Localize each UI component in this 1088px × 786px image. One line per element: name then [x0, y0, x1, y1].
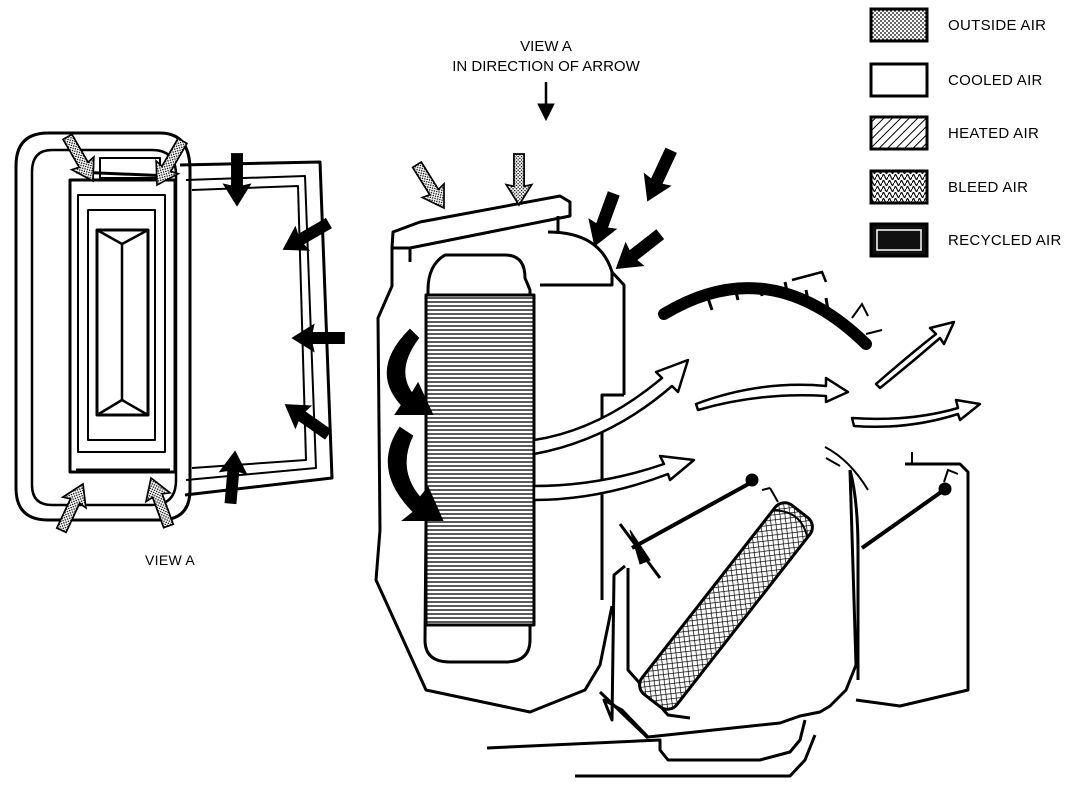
legend-label-outside-air: OUTSIDE AIR: [948, 17, 1047, 34]
cooling-core: [424, 293, 536, 627]
damper-doors: [618, 468, 959, 579]
title-line-1: VIEW A: [520, 38, 572, 55]
cooled-air-arrows: [532, 320, 982, 502]
legend-label-bleed-air: BLEED AIR: [948, 179, 1029, 196]
recycled-air-swatch: [869, 222, 929, 258]
title-line-2: IN DIRECTION OF ARROW: [452, 58, 640, 75]
heated-air-swatch: [869, 115, 929, 151]
heater-core: [638, 501, 814, 711]
outside-air-swatch: [869, 7, 929, 43]
curved-recycled-arrows: [386, 328, 444, 521]
legend-swatches: [869, 7, 929, 258]
legend-label-recycled-air: RECYCLED AIR: [948, 232, 1062, 249]
mode-door: [658, 270, 883, 350]
view-a-drawing: [14, 131, 334, 522]
view-direction-arrow: [537, 82, 555, 122]
view-a-label: VIEW A: [145, 552, 196, 568]
bleed-air-swatch: [869, 169, 929, 205]
cooled-air-swatch: [869, 62, 929, 98]
main-recycled-air-arrows: [581, 144, 684, 280]
heater-compartment: [486, 446, 970, 778]
main-unit: [374, 194, 626, 714]
legend-label-heated-air: HEATED AIR: [948, 125, 1040, 142]
legend-label-cooled-air: COOLED AIR: [948, 72, 1043, 89]
